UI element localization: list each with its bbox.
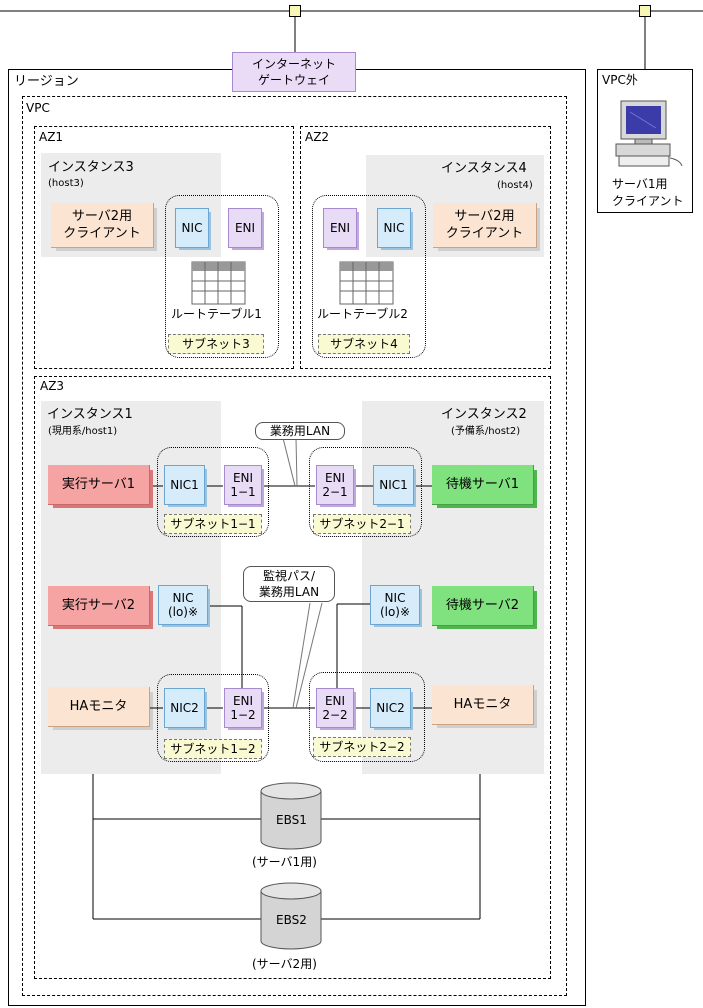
subnet1-1-label: サブネット1−1 [164,514,262,534]
eni-az2: ENI [323,208,357,248]
nic1-instance2: NIC1 [373,465,414,505]
nic-lo-instance2: NIC (lo)※ [370,585,420,625]
client-line2: クライアント [445,226,524,241]
eni-line2: 1−1 [230,485,256,499]
nic2-instance2: NIC2 [370,688,411,728]
subnet1-1-boundary [157,447,269,537]
instance2-title: インスタンス2 [441,407,527,422]
standby-server2: 待機サーバ2 [432,586,534,626]
router-junction-icon [289,5,301,17]
active-server1: 実行サーバ1 [48,465,150,505]
nic-lo-instance1: NIC (lo)※ [158,585,208,625]
business-lan-label: 業務用LAN [269,424,331,438]
business-lan-callout: 業務用LAN [255,422,345,440]
vpc-title: VPC [26,101,50,115]
client-line1: サーバ2用 [454,209,515,224]
ebs1-caption: (サーバ1用) [252,855,317,869]
instance4-host: (host4) [497,180,533,191]
internet-gateway: インターネット ゲートウェイ [232,52,356,92]
subnet2-1-label: サブネット2−1 [313,514,411,534]
subnet4-label: サブネット4 [318,334,410,354]
subnet4-boundary [312,195,426,358]
active-server2: 実行サーバ2 [48,586,150,626]
subnet1-2-label: サブネット1−2 [164,739,262,759]
subnet2-2-boundary [309,672,425,762]
server2-client-az1: サーバ2用 クライアント [51,203,154,248]
eni2-1: ENI 2−1 [316,465,354,505]
eni1-2: ENI 1−2 [224,688,262,728]
outside-client-line2: クライアント [612,194,684,208]
route-table2-label: ルートテーブル2 [317,307,408,321]
client-line1: サーバ2用 [71,209,133,224]
vpc-box [22,96,567,996]
monitor-path-callout: 監視パス/ 業務用LAN [243,566,335,602]
az1-title: AZ1 [39,130,64,144]
gateway-line1: インターネット [251,57,336,71]
outside-client-line1: サーバ1用 [612,177,668,191]
nic-lo-line2: (lo)※ [167,605,199,619]
nic-lo-line1: NIC [384,591,406,605]
ebs2-label: EBS2 [276,913,307,927]
router-junction-icon [639,5,651,17]
nic-az2: NIC [377,208,411,248]
nic2-instance1: NIC2 [164,688,205,728]
instance3-title: インスタンス3 [48,160,134,175]
client-line2: クライアント [63,226,141,241]
instance4-title: インスタンス4 [441,161,527,176]
eni-line1: ENI [232,694,254,708]
instance1-title: インスタンス1 [47,407,133,422]
eni-line1: ENI [324,694,346,708]
az3-title: AZ3 [40,379,65,393]
eni-line1: ENI [324,471,346,485]
az2-box [300,126,551,369]
ebs1-label: EBS1 [276,813,307,827]
ha-monitor-instance1: HAモニタ [48,687,150,727]
instance1-host: (現用系/host1) [48,426,118,437]
eni-line1: ENI [232,471,254,485]
eni-line2: 1−2 [230,708,256,722]
gateway-line2: ゲートウェイ [257,73,330,87]
outside-vpc-title: VPC外 [602,73,638,87]
eni-line2: 2−2 [322,708,348,722]
subnet3-boundary [165,195,279,358]
region-title: リージョン [14,74,79,89]
az3-box [34,376,551,979]
eni-line2: 2−1 [322,485,348,499]
subnet1-2-boundary [157,674,269,762]
subnet2-2-label: サブネット2−2 [313,737,411,757]
az2-title: AZ2 [305,130,330,144]
instance3-host: (host3) [48,178,84,189]
nic-lo-line1: NIC [172,591,194,605]
standby-server1: 待機サーバ1 [432,465,534,505]
az1-box [34,126,294,369]
server2-client-az2: サーバ2用 クライアント [433,203,537,248]
nic1-instance1: NIC1 [164,465,205,505]
ha-monitor-instance2: HAモニタ [432,685,534,725]
eni2-2: ENI 2−2 [316,688,354,728]
monitor-line2: 業務用LAN [258,585,320,599]
route-table1-label: ルートテーブル1 [171,307,262,321]
instance2-host: (予備系/host2) [451,426,521,437]
eni-az1: ENI [228,208,262,248]
eni1-1: ENI 1−1 [224,465,262,505]
monitor-line1: 監視パス/ [262,569,316,583]
subnet3-label: サブネット3 [168,334,264,354]
subnet2-1-boundary [309,447,422,537]
nic-lo-line2: (lo)※ [379,605,411,619]
nic-az1: NIC [175,208,209,248]
ebs2-caption: (サーバ2用) [252,957,317,971]
